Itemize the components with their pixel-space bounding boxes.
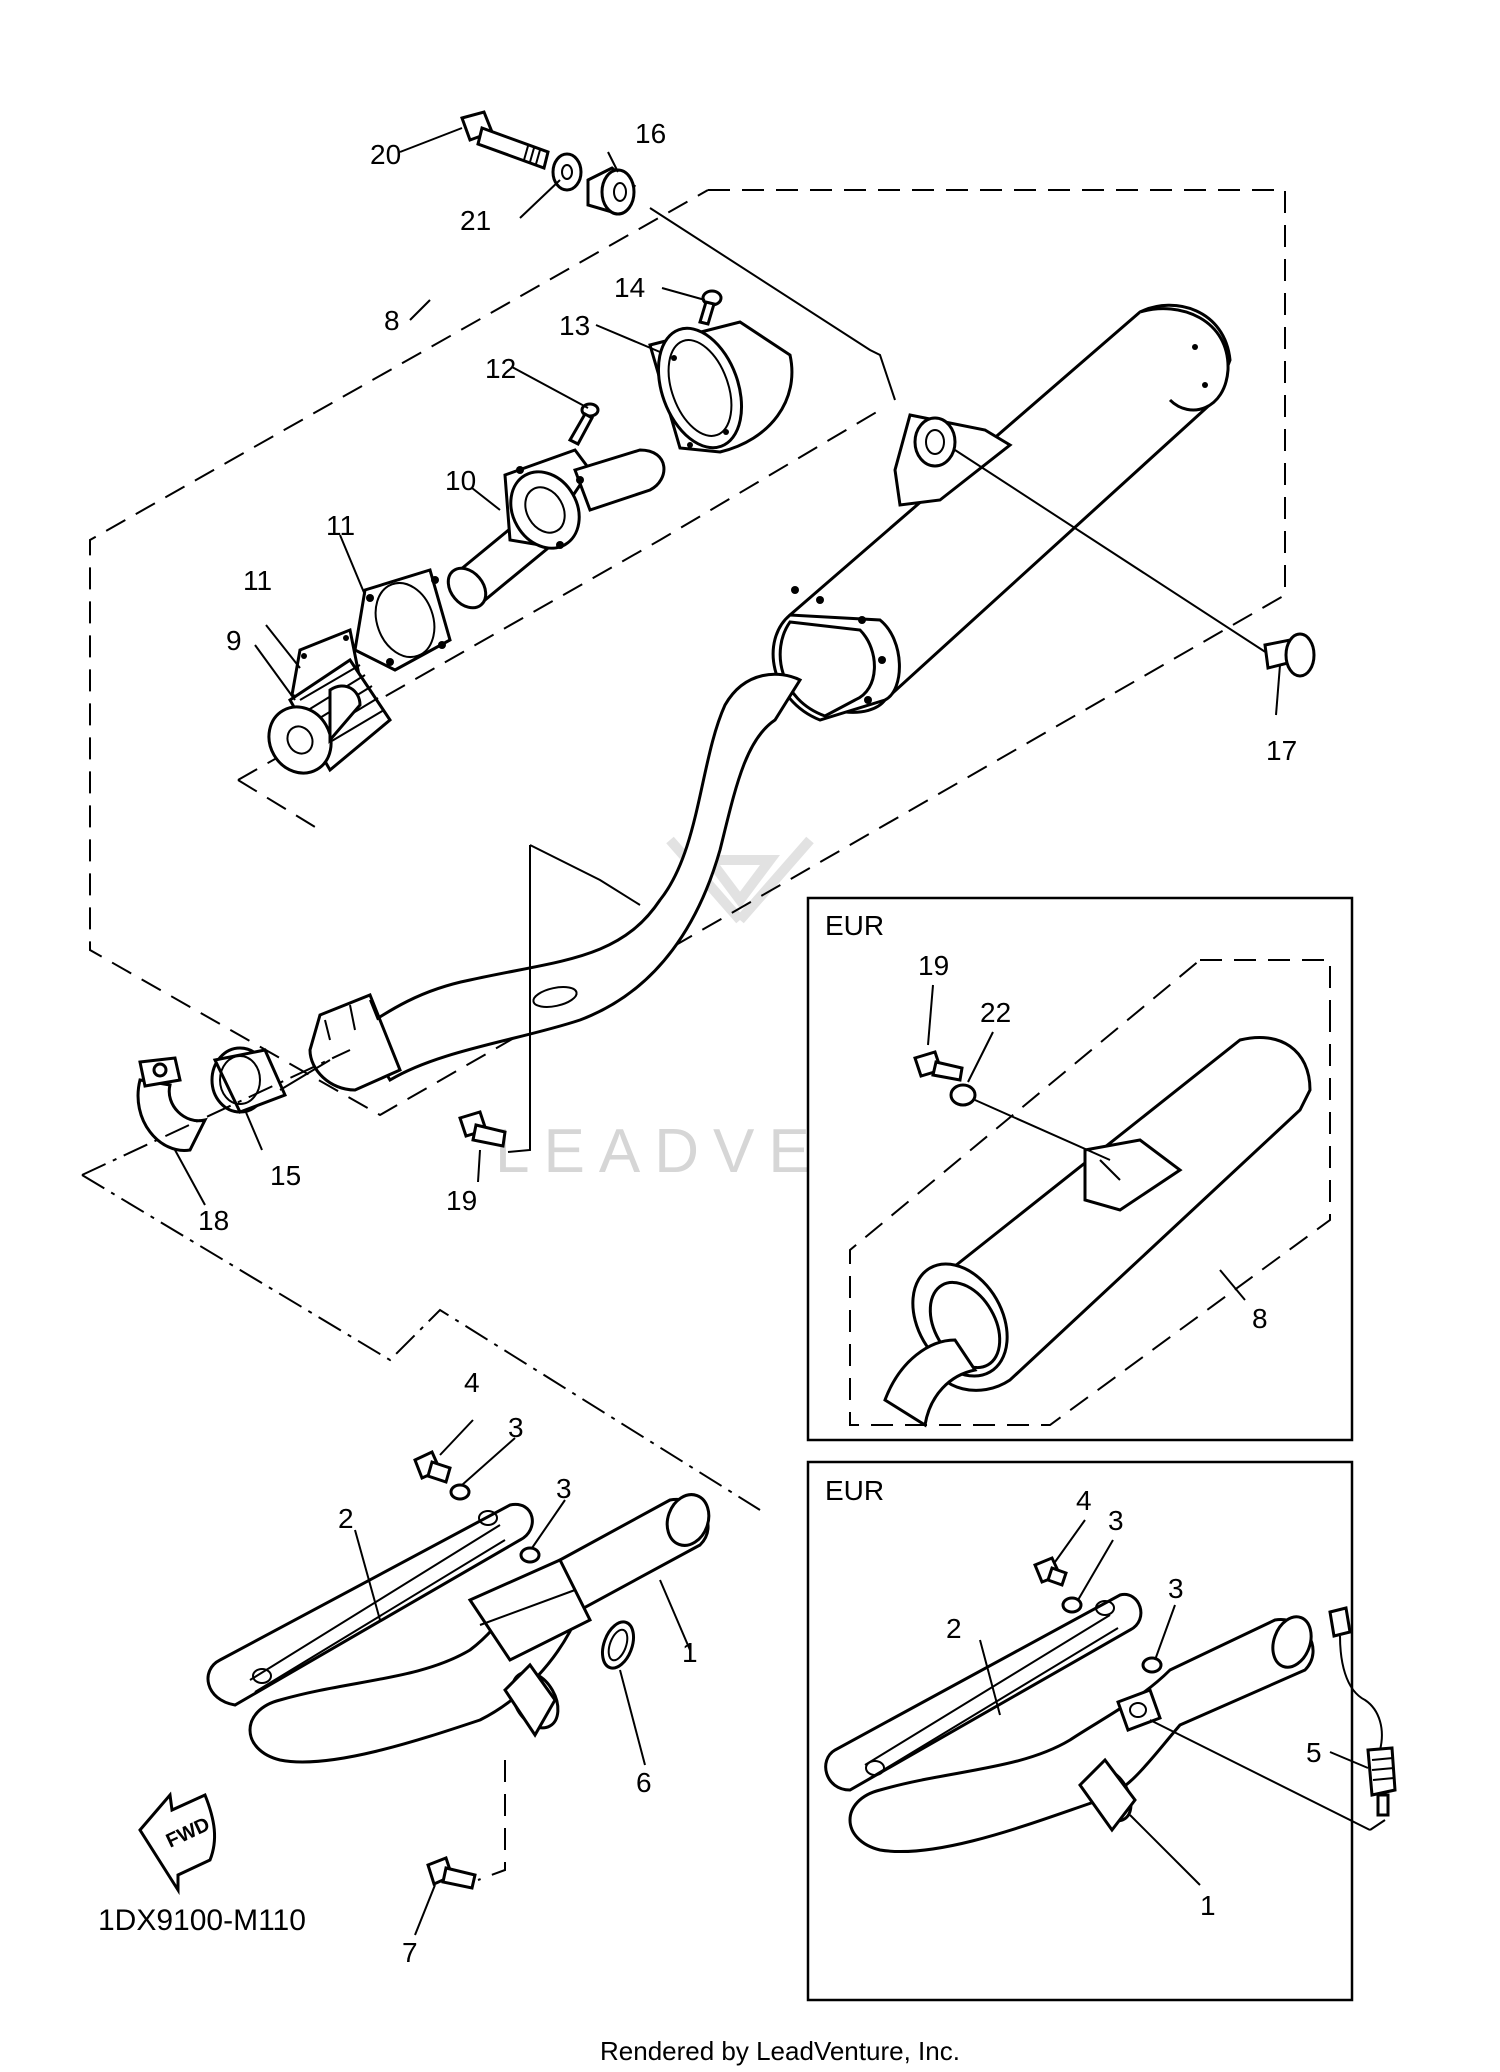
eur-muffler (883, 1035, 1312, 1428)
callout-14: 14 (614, 272, 645, 303)
muffler-body (771, 303, 1232, 722)
eur-callout-19: 19 (918, 950, 949, 981)
bolt-19 (458, 1110, 507, 1148)
muffler-assembly-outline (89, 189, 1286, 1117)
exhaust-pipe-group-outline (81, 1049, 761, 1511)
callout-17: 17 (1266, 735, 1297, 766)
callout-11-outer: 11 (326, 510, 355, 541)
callout-11-inner: 11 (243, 565, 272, 596)
bolt-4 (413, 1449, 452, 1484)
washer-21 (551, 152, 583, 192)
eur-exhaust-pipe (848, 1615, 1315, 1854)
callout-21: 21 (460, 205, 491, 236)
eur-callout-5: 5 (1306, 1737, 1322, 1768)
eur-heat-protector (824, 1593, 1143, 1792)
callout-3a: 3 (508, 1412, 524, 1443)
tail-pipe-10 (446, 448, 666, 610)
fwd-arrow: FWD (138, 1791, 216, 1896)
bolt-7 (426, 1856, 477, 1890)
eur-callout-8: 8 (1252, 1303, 1268, 1334)
callout-4: 4 (464, 1367, 480, 1398)
bolt-17 (1263, 632, 1316, 678)
eur-callout-3a: 3 (1108, 1505, 1124, 1536)
callout-10: 10 (445, 465, 476, 496)
eur-o2-sensor-5 (1328, 1606, 1397, 1817)
eur-callout-2: 2 (946, 1613, 962, 1644)
eur-washer-22 (949, 1083, 977, 1107)
callout-2: 2 (338, 1503, 354, 1534)
muffler-pipe (308, 672, 803, 1092)
eur-washer-3a (1061, 1596, 1083, 1614)
render-credit: Rendered by LeadVenture, Inc. (600, 2036, 960, 2066)
callout-1: 1 (682, 1637, 698, 1668)
callout-8: 8 (384, 305, 400, 336)
clamp-18 (136, 1056, 208, 1152)
screw-12 (567, 402, 600, 446)
callout-15: 15 (270, 1160, 301, 1191)
eur-bolt-19 (913, 1050, 964, 1082)
gasket-15 (210, 1046, 288, 1114)
eur-callout-22: 22 (980, 997, 1011, 1028)
callout-12: 12 (485, 353, 516, 384)
spark-arrester-9 (267, 657, 392, 775)
silencer-internals-outline (237, 409, 881, 781)
eur-callout-3b: 3 (1168, 1573, 1184, 1604)
callout-18: 18 (198, 1205, 229, 1236)
callout-7: 7 (402, 1937, 418, 1968)
exhaust-pipe-1 (248, 1493, 711, 1764)
eur-upper-label: EUR (825, 910, 884, 941)
eur-callout-4: 4 (1076, 1485, 1092, 1516)
reference-code: 1DX9100-M110 (98, 1904, 306, 1937)
gasket-6 (600, 1620, 636, 1670)
eur-bolt-4 (1033, 1556, 1068, 1587)
callout-19: 19 (446, 1185, 477, 1216)
end-cap-13 (648, 320, 794, 454)
callout-3b: 3 (556, 1473, 572, 1504)
callout-16: 16 (635, 118, 666, 149)
callout-9: 9 (226, 625, 242, 656)
screw-14 (698, 289, 723, 326)
callout-20: 20 (370, 139, 401, 170)
washer-3a (449, 1483, 471, 1501)
eur-callout-1: 1 (1200, 1890, 1216, 1921)
washer-3b (519, 1546, 541, 1564)
gasket-11-outer (353, 568, 452, 672)
collar-16 (586, 166, 637, 216)
bolt-20 (460, 110, 550, 170)
eur-lower-label: EUR (825, 1475, 884, 1506)
callout-labels: 20 21 16 14 8 13 12 10 11 11 9 17 18 15 … (198, 118, 1322, 1968)
callout-13: 13 (559, 310, 590, 341)
callout-6: 6 (636, 1767, 652, 1798)
eur-washer-3b (1141, 1656, 1163, 1674)
